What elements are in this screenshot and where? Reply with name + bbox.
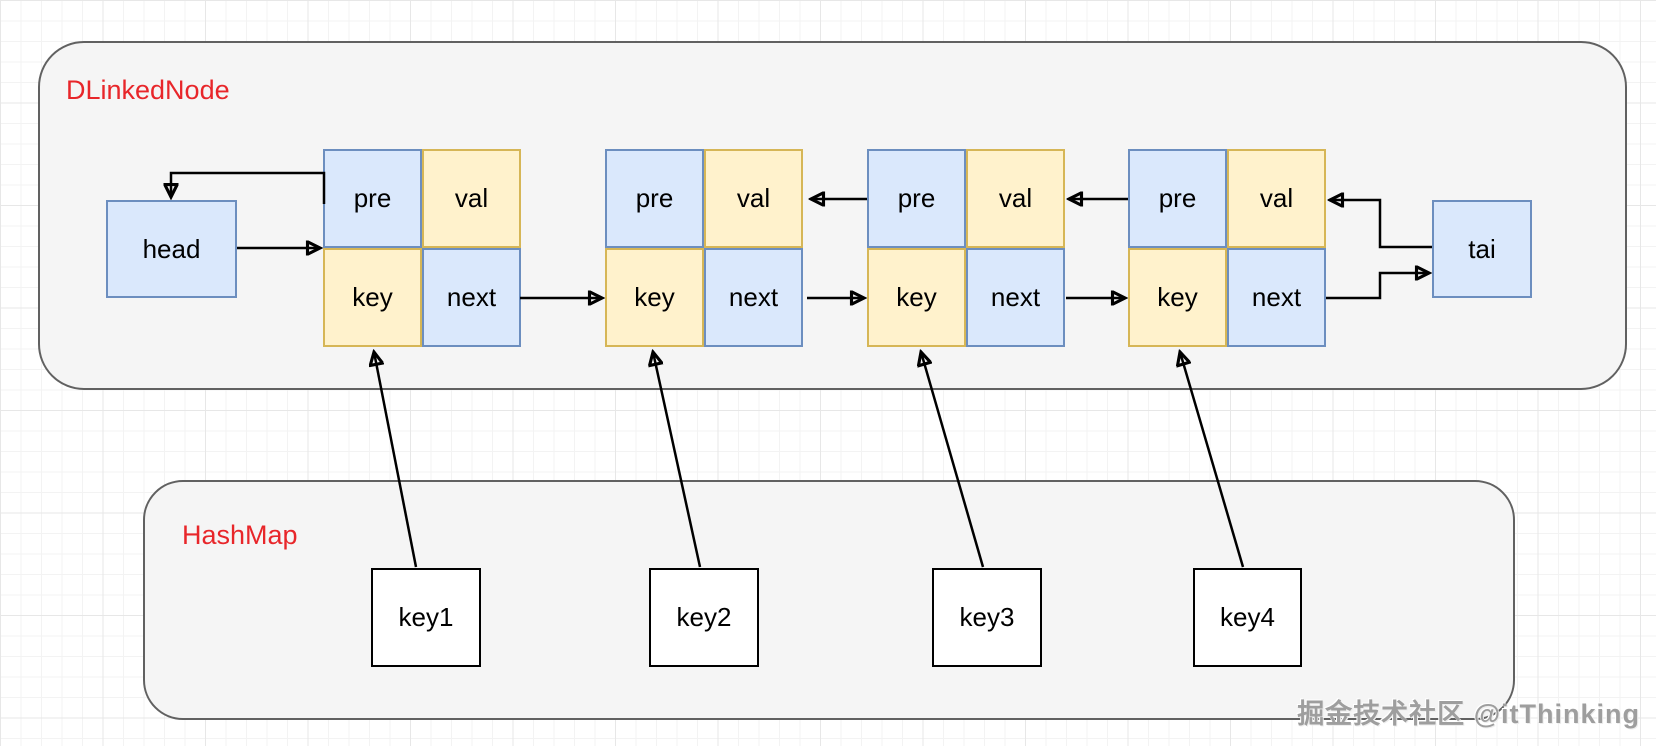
- hashmap-container: [143, 480, 1515, 720]
- dlinked-node-4: pre val key next: [1128, 149, 1326, 347]
- hashmap-key1-box: key1: [371, 568, 481, 667]
- node-1-key-cell: key: [323, 248, 422, 347]
- hashmap-key4-box: key4: [1193, 568, 1302, 667]
- watermark: 掘金技术社区 @itThinking: [1297, 699, 1640, 729]
- node-2-key-cell: key: [605, 248, 704, 347]
- node-1-pre-cell: pre: [323, 149, 422, 248]
- node-2-next-cell: next: [704, 248, 803, 347]
- node-3-pre-cell: pre: [867, 149, 966, 248]
- dlinked-node-3: pre val key next: [867, 149, 1065, 347]
- hashmap-title: HashMap: [182, 520, 298, 550]
- hashmap-key2-box: key2: [649, 568, 759, 667]
- node-4-next-cell: next: [1227, 248, 1326, 347]
- head-box: head: [106, 200, 237, 298]
- node-3-next-cell: next: [966, 248, 1065, 347]
- tail-box: tai: [1432, 200, 1532, 298]
- node-1-val-cell: val: [422, 149, 521, 248]
- node-4-key-cell: key: [1128, 248, 1227, 347]
- node-4-val-cell: val: [1227, 149, 1326, 248]
- node-1-next-cell: next: [422, 248, 521, 347]
- dlinked-node-1: pre val key next: [323, 149, 521, 347]
- hashmap-key3-box: key3: [932, 568, 1042, 667]
- node-4-pre-cell: pre: [1128, 149, 1227, 248]
- node-2-val-cell: val: [704, 149, 803, 248]
- dlinked-node-2: pre val key next: [605, 149, 803, 347]
- node-3-val-cell: val: [966, 149, 1065, 248]
- node-3-key-cell: key: [867, 248, 966, 347]
- dlinkednode-container: [38, 41, 1627, 390]
- node-2-pre-cell: pre: [605, 149, 704, 248]
- dlinkednode-title: DLinkedNode: [66, 75, 230, 105]
